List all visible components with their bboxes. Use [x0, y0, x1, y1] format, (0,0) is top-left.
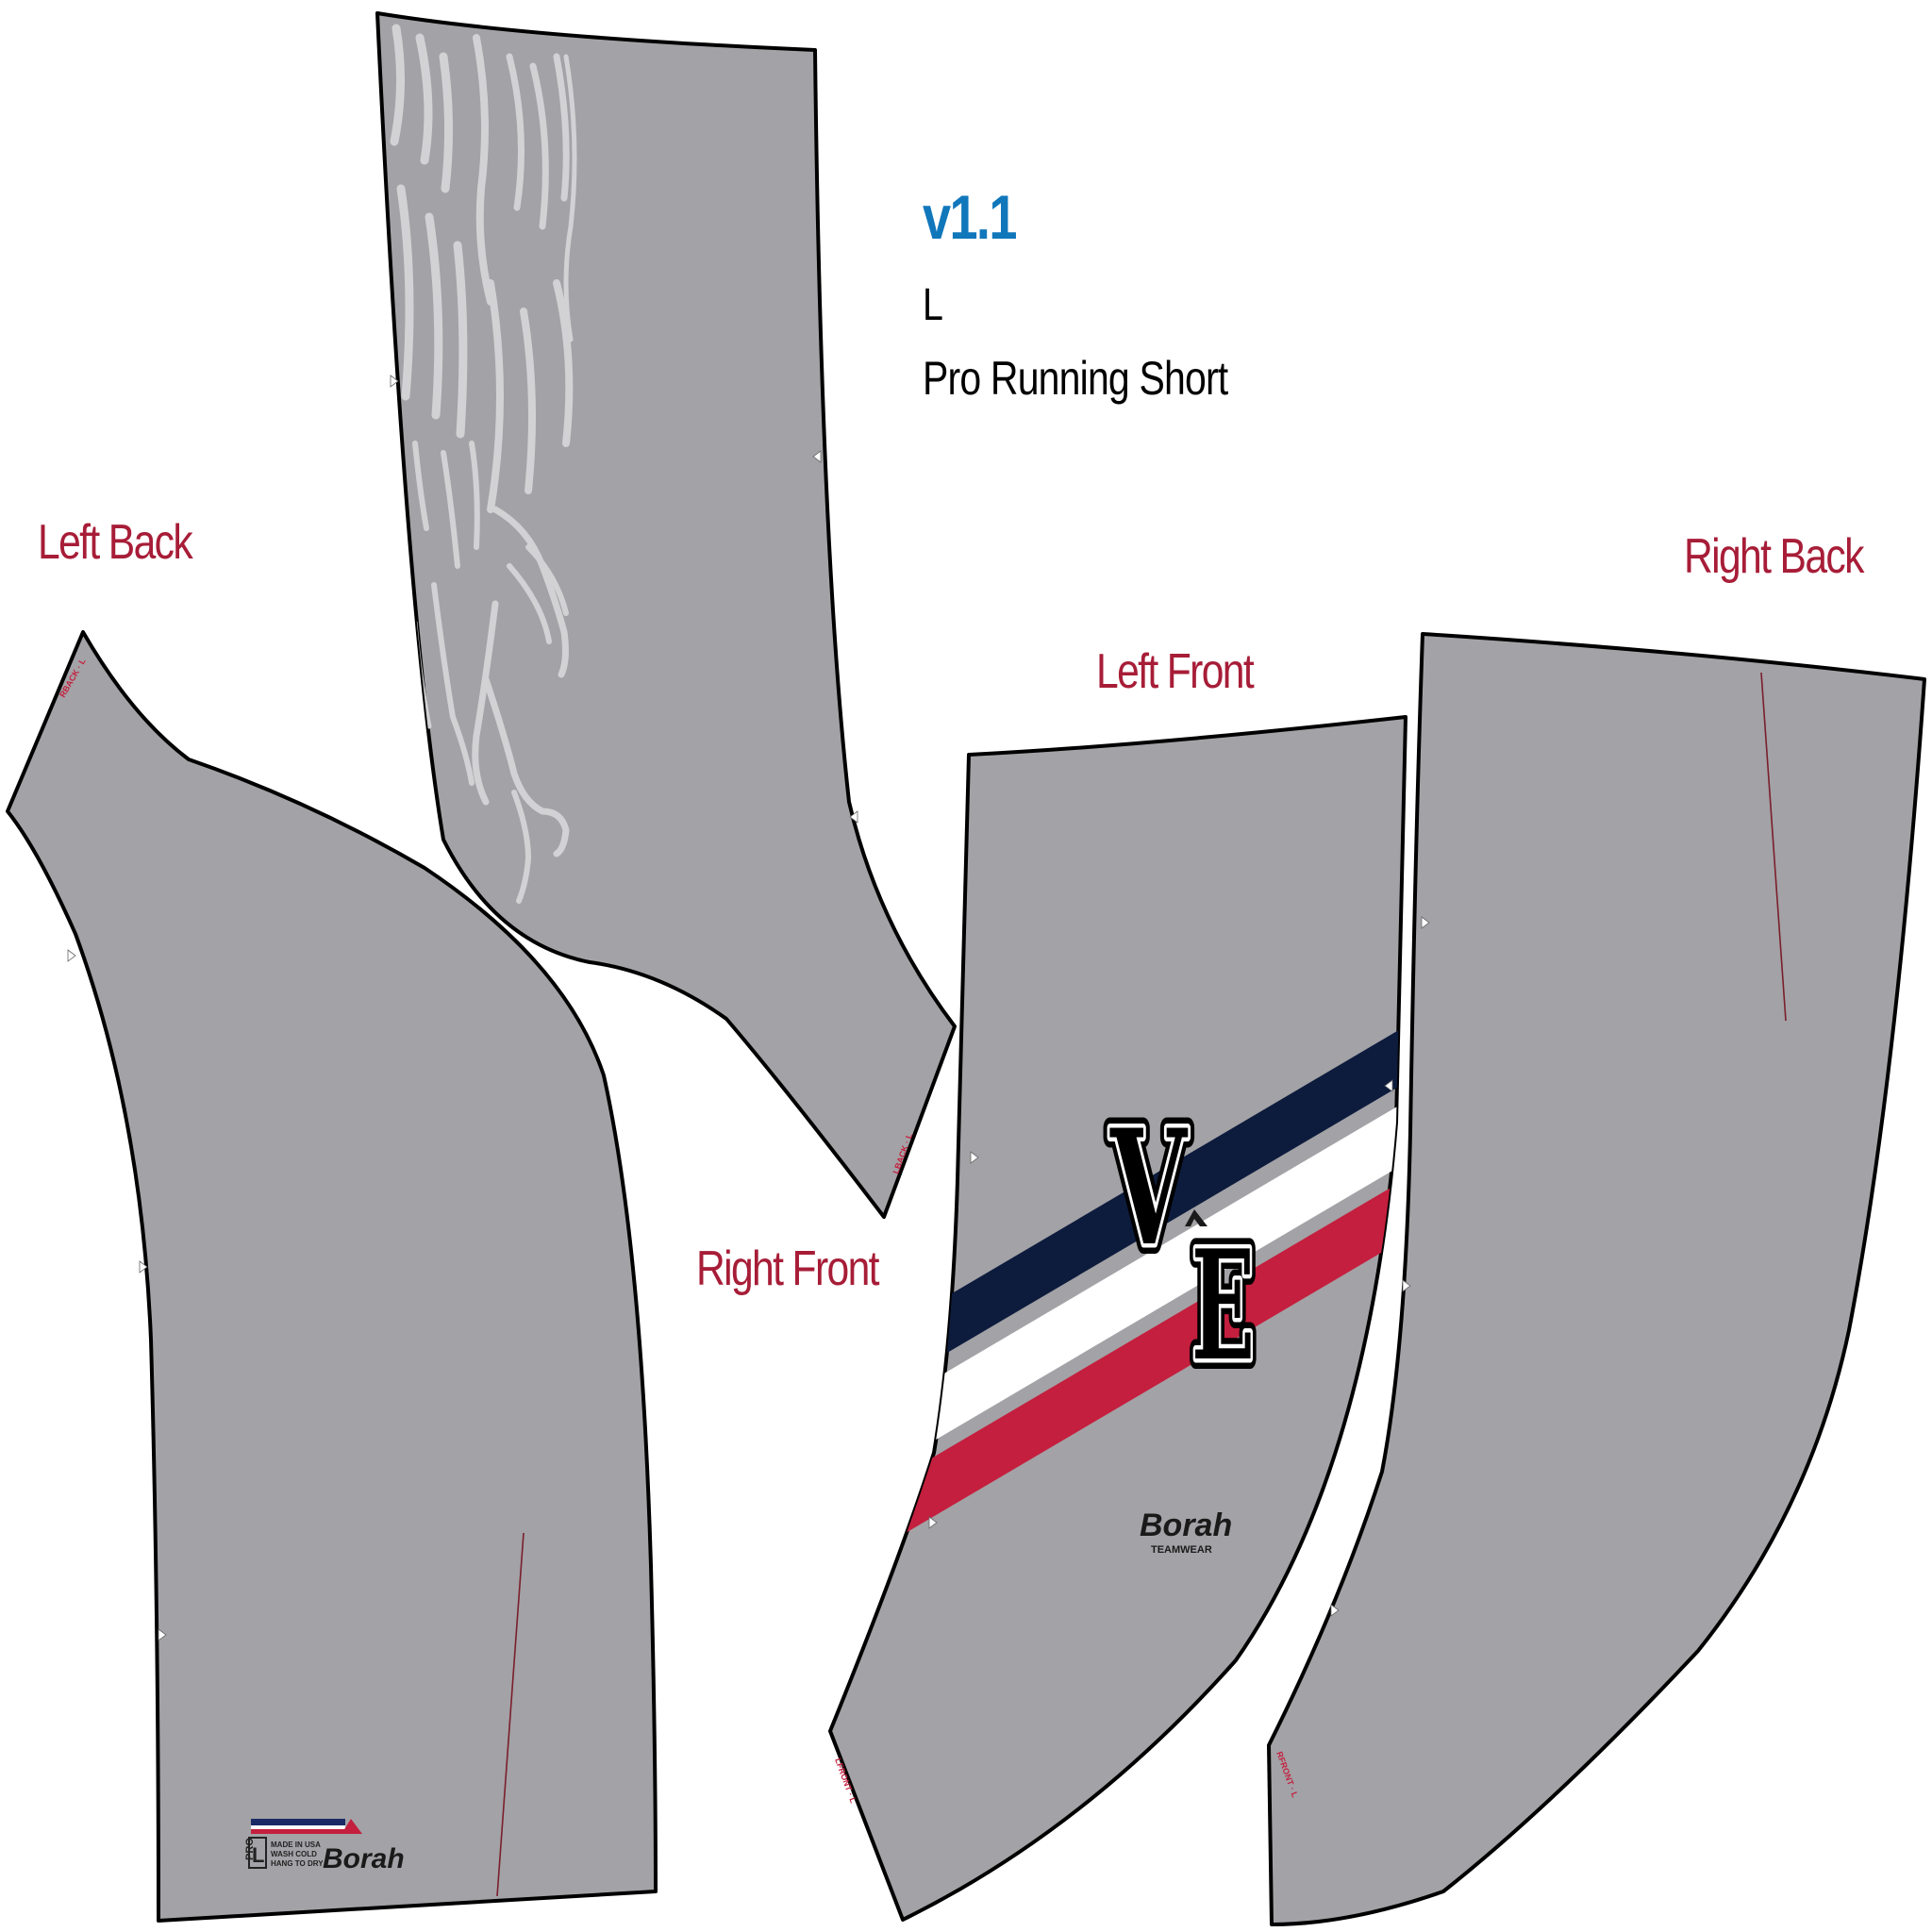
brand-sub-text: TEAMWEAR: [1151, 1544, 1212, 1556]
varsity-letter-e: E: [1191, 1218, 1255, 1394]
notch-marker: [970, 1151, 979, 1164]
varsity-letter-v-rim: V: [1109, 1095, 1188, 1281]
care-tag-size: L: [252, 1843, 264, 1867]
product-name: Pro Running Short: [923, 352, 1228, 405]
panel-label-left-back: Left Back: [38, 515, 193, 570]
varsity-letter-v-outline: V: [1109, 1095, 1188, 1281]
notch-marker: [158, 1628, 167, 1641]
care-tag: PRO L MADE IN USA WASH COLD HANG TO DRY …: [244, 1819, 405, 1874]
stripe-band: [906, 1009, 1406, 1533]
notch-marker: [1384, 1079, 1393, 1092]
care-tag-brand: Borah: [323, 1843, 405, 1874]
panel-label-right-back: Right Back: [1684, 529, 1864, 584]
right-back-panel-shape: [1267, 632, 1926, 1926]
care-tag-line3: HANG TO DRY: [271, 1859, 324, 1868]
varsity-letter-e-outline: E: [1191, 1218, 1255, 1394]
panel-label-left-front: Left Front: [1096, 644, 1255, 699]
notch-marker: [67, 949, 76, 962]
notch-marker: [390, 375, 399, 388]
stripe-red: [906, 1162, 1406, 1533]
back-left-panel-shape: [6, 630, 658, 1923]
varsity-letter-v: V: [1109, 1095, 1188, 1281]
seam-line: [1760, 672, 1787, 1022]
notch-marker: [849, 810, 858, 824]
notch-marker: [1421, 916, 1430, 929]
stripe-white: [906, 1085, 1406, 1457]
stripe-navy: [906, 1009, 1406, 1377]
version-label: v1.1: [923, 182, 1017, 252]
care-tag-line2: WASH COLD: [271, 1850, 317, 1858]
top-panel: LBACK · L: [375, 11, 957, 1219]
eagle-artwork: [390, 24, 577, 904]
right-back-panel: RFRONT · L: [1267, 632, 1926, 1926]
borah-teamwear-logo: Borah TEAMWEAR: [1140, 1209, 1232, 1556]
size-label: L: [923, 280, 943, 330]
notch-marker: [1402, 1279, 1411, 1292]
notch-marker: [812, 450, 822, 463]
left-front-panel: LFRONT · L V V V E E E Borah TEAMWEAR: [828, 715, 1407, 1922]
care-tag-line1: MADE IN USA: [271, 1840, 321, 1849]
panel-label-right-front: Right Front: [696, 1241, 880, 1296]
brand-logo-text: Borah: [1140, 1507, 1232, 1543]
notch-marker: [1330, 1604, 1340, 1617]
seam-line: [496, 1532, 525, 1897]
back-left-panel: RBACK · L PRO L MADE IN USA WASH COLD HA…: [6, 630, 658, 1923]
varsity-letter-e-rim: E: [1191, 1218, 1255, 1394]
notch-marker: [928, 1516, 938, 1529]
notch-marker: [139, 1260, 148, 1274]
